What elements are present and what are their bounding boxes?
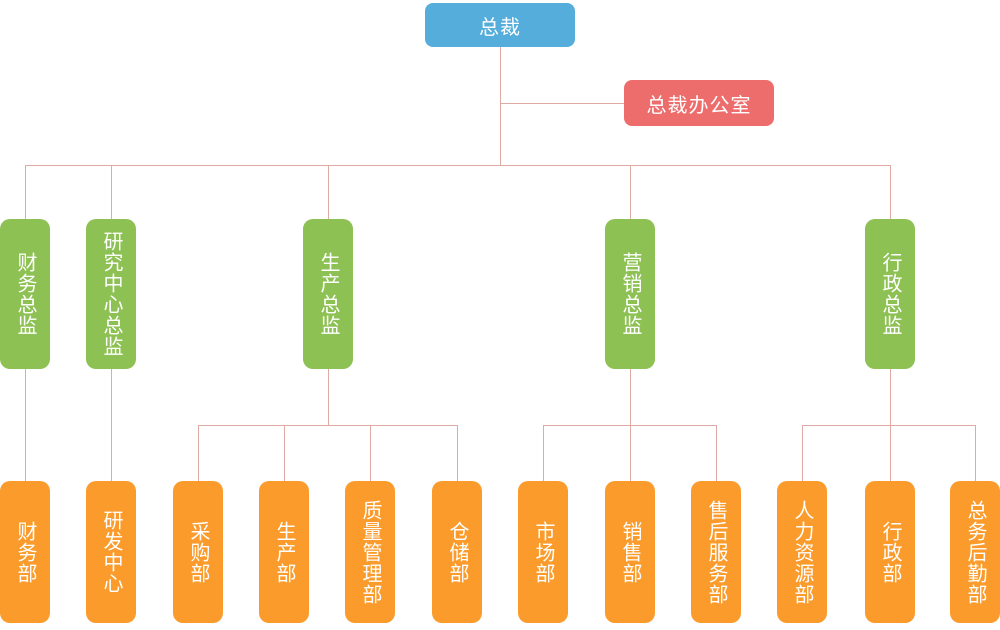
connector-drop-aftersales-dept <box>716 425 717 481</box>
node-warehouse-dept: 仓储部 <box>432 481 482 623</box>
connector-office-branch <box>500 103 624 104</box>
connector-drop-marketing-director <box>630 165 631 219</box>
node-sales-dept-label: 销售部 <box>619 520 641 584</box>
connector-drop-hr-dept <box>802 425 803 481</box>
node-hr-dept-label: 人力资源部 <box>791 499 813 605</box>
connector-drop-finance-director <box>25 165 26 219</box>
node-warehouse-dept-label: 仓储部 <box>446 520 468 584</box>
node-president-office: 总裁办公室 <box>624 80 774 126</box>
node-admin-director: 行政总监 <box>865 219 915 369</box>
connector-drop-admin-director <box>890 165 891 219</box>
connector-stem-production <box>328 369 329 425</box>
node-finance-dept: 财务部 <box>0 481 50 623</box>
connector-drop-production-director <box>328 165 329 219</box>
node-market-dept: 市场部 <box>518 481 568 623</box>
node-marketing-director-label: 营销总监 <box>619 252 641 336</box>
node-ceo-label: 总裁 <box>479 16 521 39</box>
connector-stem-finance <box>25 369 26 481</box>
connector-rail-marketing <box>543 425 716 426</box>
connector-drop-warehouse-dept <box>457 425 458 481</box>
node-general-affairs-logistics-dept: 总务后勤部 <box>950 481 1000 623</box>
connector-drop-production-dept <box>284 425 285 481</box>
node-production-dept: 生产部 <box>259 481 309 623</box>
node-research-center-director: 研究中心总监 <box>86 219 136 369</box>
connector-drop-market-dept <box>543 425 544 481</box>
node-admin-dept: 行政部 <box>865 481 915 623</box>
node-research-center-director-label: 研究中心总监 <box>100 231 122 357</box>
node-hr-dept: 人力资源部 <box>777 481 827 623</box>
connector-stem-research <box>111 369 112 481</box>
node-ceo: 总裁 <box>425 3 575 47</box>
node-production-director-label: 生产总监 <box>317 252 339 336</box>
node-after-sales-service-dept: 售后服务部 <box>691 481 741 623</box>
node-admin-dept-label: 行政部 <box>879 520 901 584</box>
connector-ceo-trunk <box>500 47 501 165</box>
connector-drop-admin-dept <box>890 425 891 481</box>
connector-rail-production <box>198 425 457 426</box>
node-president-office-label: 总裁办公室 <box>646 94 752 117</box>
node-after-sales-service-dept-label: 售后服务部 <box>705 499 727 605</box>
node-sales-dept: 销售部 <box>605 481 655 623</box>
node-rnd-center-label: 研发中心 <box>100 510 122 594</box>
node-finance-dept-label: 财务部 <box>14 520 36 584</box>
node-quality-management-dept: 质量管理部 <box>345 481 395 623</box>
node-production-director: 生产总监 <box>303 219 353 369</box>
node-production-dept-label: 生产部 <box>273 520 295 584</box>
node-market-dept-label: 市场部 <box>532 520 554 584</box>
node-general-affairs-logistics-dept-label: 总务后勤部 <box>964 499 986 605</box>
connector-stem-marketing <box>630 369 631 425</box>
connector-drop-purchasing-dept <box>198 425 199 481</box>
connector-drop-quality-dept <box>370 425 371 481</box>
connector-rail-admin <box>802 425 975 426</box>
node-finance-director-label: 财务总监 <box>14 252 36 336</box>
node-admin-director-label: 行政总监 <box>879 252 901 336</box>
connector-stem-admin <box>890 369 891 425</box>
connector-drop-logistics-dept <box>975 425 976 481</box>
node-finance-director: 财务总监 <box>0 219 50 369</box>
connector-drop-research-director <box>111 165 112 219</box>
node-purchasing-dept: 采购部 <box>173 481 223 623</box>
node-purchasing-dept-label: 采购部 <box>187 520 209 584</box>
connector-drop-sales-dept <box>630 425 631 481</box>
node-rnd-center: 研发中心 <box>86 481 136 623</box>
connector-main-rail <box>25 165 890 166</box>
node-quality-management-dept-label: 质量管理部 <box>359 499 381 605</box>
node-marketing-director: 营销总监 <box>605 219 655 369</box>
